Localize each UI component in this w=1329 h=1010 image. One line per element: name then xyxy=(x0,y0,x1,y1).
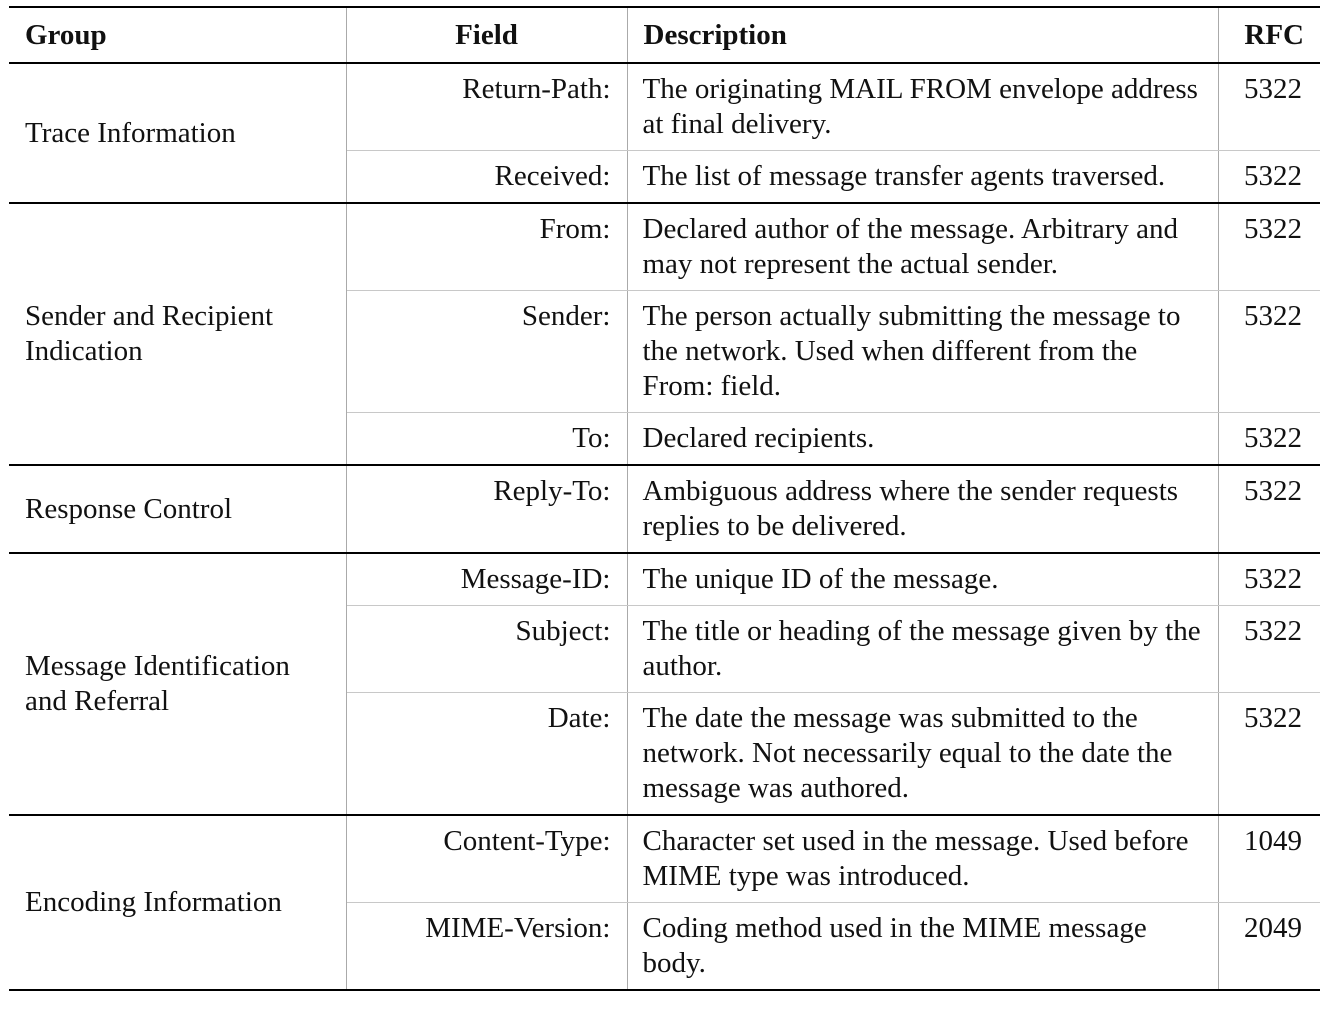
column-header-description: Description xyxy=(627,7,1219,63)
group-cell: Trace Information xyxy=(9,63,347,203)
rfc-cell: 5322 xyxy=(1218,290,1320,413)
description-cell: Declared recipients. xyxy=(627,412,1219,465)
description-cell: The unique ID of the message. xyxy=(627,553,1219,606)
rfc-cell: 5322 xyxy=(1244,702,1302,734)
table-header-row: Group Field Description RFC xyxy=(9,7,1320,63)
description-cell: The date the message was submitted to th… xyxy=(627,692,1219,815)
table-row: Subject: The title or heading of the mes… xyxy=(9,605,1320,693)
table-row: Sender and Recipient Indication From: De… xyxy=(9,203,1320,465)
field-cell: Content-Type: xyxy=(346,815,628,903)
description-cell: The originating MAIL FROM envelope addre… xyxy=(627,63,1219,151)
rfc-cell: 5322 xyxy=(1244,475,1302,507)
field-cell: Sender: xyxy=(346,290,628,413)
field-cell: MIME-Version: xyxy=(346,902,628,990)
field-cell: Received: xyxy=(346,150,628,203)
table-row: Date: The date the message was submitted… xyxy=(9,692,1320,815)
description-cell: Declared author of the message. Arbitrar… xyxy=(627,203,1219,291)
email-header-fields-table: Group Field Description RFC Trace Inform… xyxy=(9,6,1320,991)
column-header-rfc: RFC xyxy=(1244,18,1304,51)
rfc-cell: 1049 xyxy=(1218,815,1320,903)
rfc-cell: 5322 xyxy=(1218,203,1320,291)
table-row: MIME-Version: Coding method used in the … xyxy=(9,902,1320,990)
description-cell: Ambiguous address where the sender reque… xyxy=(627,465,1219,553)
table-row: Encoding Information Content-Type: Chara… xyxy=(9,815,1320,990)
group-cell: Sender and Recipient Indication xyxy=(9,203,347,465)
rfc-cell: 5322 xyxy=(1218,605,1320,693)
field-cell: To: xyxy=(346,412,628,465)
rfc-cell: 5322 xyxy=(1244,160,1302,192)
description-cell: Coding method used in the MIME message b… xyxy=(627,902,1219,990)
field-cell: From: xyxy=(346,203,628,291)
group-cell: Encoding Information xyxy=(9,815,347,990)
field-cell: Reply-To: xyxy=(346,465,628,553)
description-cell: The title or heading of the message give… xyxy=(627,605,1219,693)
column-header-field: Field xyxy=(346,7,628,63)
rfc-cell: 5322 xyxy=(1244,422,1302,454)
rfc-cell: 2049 xyxy=(1244,912,1302,944)
field-cell: Return-Path: xyxy=(346,63,628,151)
description-cell: The list of message transfer agents trav… xyxy=(627,150,1219,203)
group-cell: Message Identification and Referral xyxy=(9,553,347,815)
group-cell: Response Control xyxy=(9,465,347,553)
table-row: Trace Information Return-Path: The origi… xyxy=(9,63,1320,203)
rfc-cell: 5322 xyxy=(1218,553,1320,606)
column-header-group: Group xyxy=(9,7,347,63)
table-row: Response Control Reply-To: Ambiguous add… xyxy=(9,465,1320,553)
table-row: Received: The list of message transfer a… xyxy=(9,150,1320,203)
description-cell: Character set used in the message. Used … xyxy=(627,815,1219,903)
field-cell: Date: xyxy=(346,692,628,815)
table-row: To: Declared recipients. 5322 xyxy=(9,412,1320,465)
rfc-cell: 5322 xyxy=(1218,63,1320,151)
table-row: Sender: The person actually submitting t… xyxy=(9,290,1320,413)
field-cell: Subject: xyxy=(346,605,628,693)
field-cell: Message-ID: xyxy=(346,553,628,606)
description-cell: The person actually submitting the messa… xyxy=(627,290,1219,413)
table-row: Message Identification and Referral Mess… xyxy=(9,553,1320,815)
